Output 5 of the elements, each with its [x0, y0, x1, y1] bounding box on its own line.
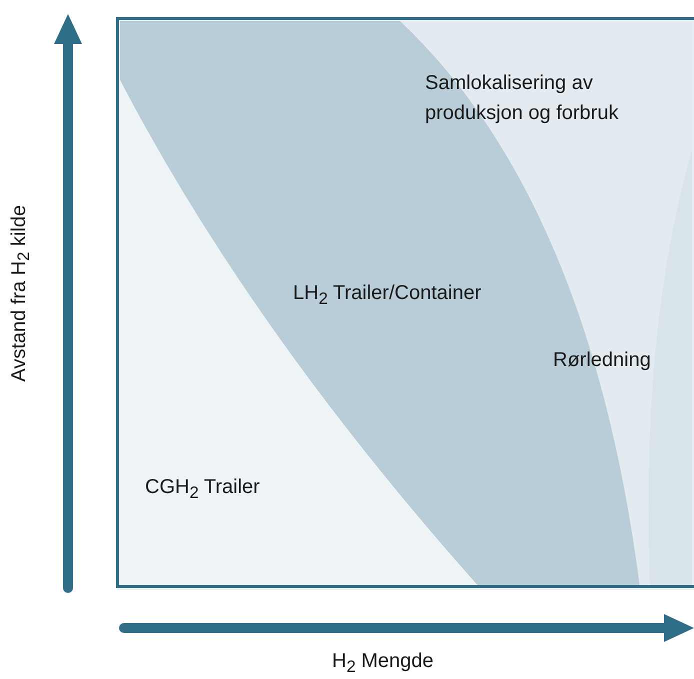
- region-label: LH$_{2}$ Trailer/Container: [293, 278, 513, 314]
- region-label: Rørledning: [553, 345, 693, 375]
- x-axis-label: H$_{2}$ Mengde: [332, 650, 434, 677]
- region-label: CGH$_{2}$ Trailer: [145, 472, 345, 508]
- region-label: Samlokalisering av produksjon og forbruk: [425, 68, 665, 128]
